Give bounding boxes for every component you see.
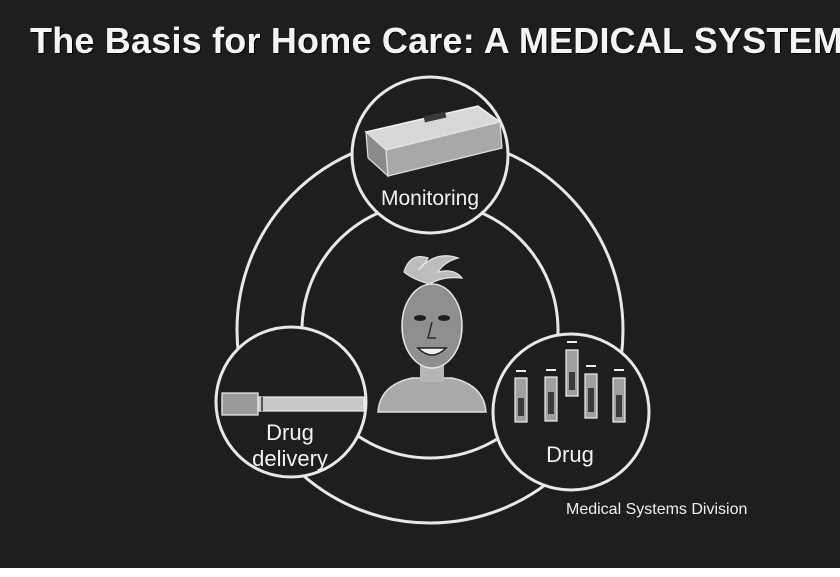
- page-margin: [0, 568, 840, 577]
- patient-face-icon: [377, 255, 487, 413]
- drug-delivery-label: Drug delivery: [225, 420, 355, 472]
- drug-delivery-label-line1: Drug: [266, 420, 314, 445]
- drug-vials-icon: [514, 341, 626, 423]
- drug-label: Drug: [546, 442, 594, 467]
- monitor-device-icon: [364, 105, 503, 178]
- syringe-tube-icon: [221, 392, 365, 416]
- footer-division: Medical Systems Division: [566, 501, 748, 518]
- slide-title: The Basis for Home Care: A MEDICAL SYSTE…: [30, 20, 840, 61]
- drug-delivery-label-line2: delivery: [252, 446, 328, 471]
- monitoring-label: Monitoring: [380, 187, 480, 210]
- drug-node: [491, 332, 651, 492]
